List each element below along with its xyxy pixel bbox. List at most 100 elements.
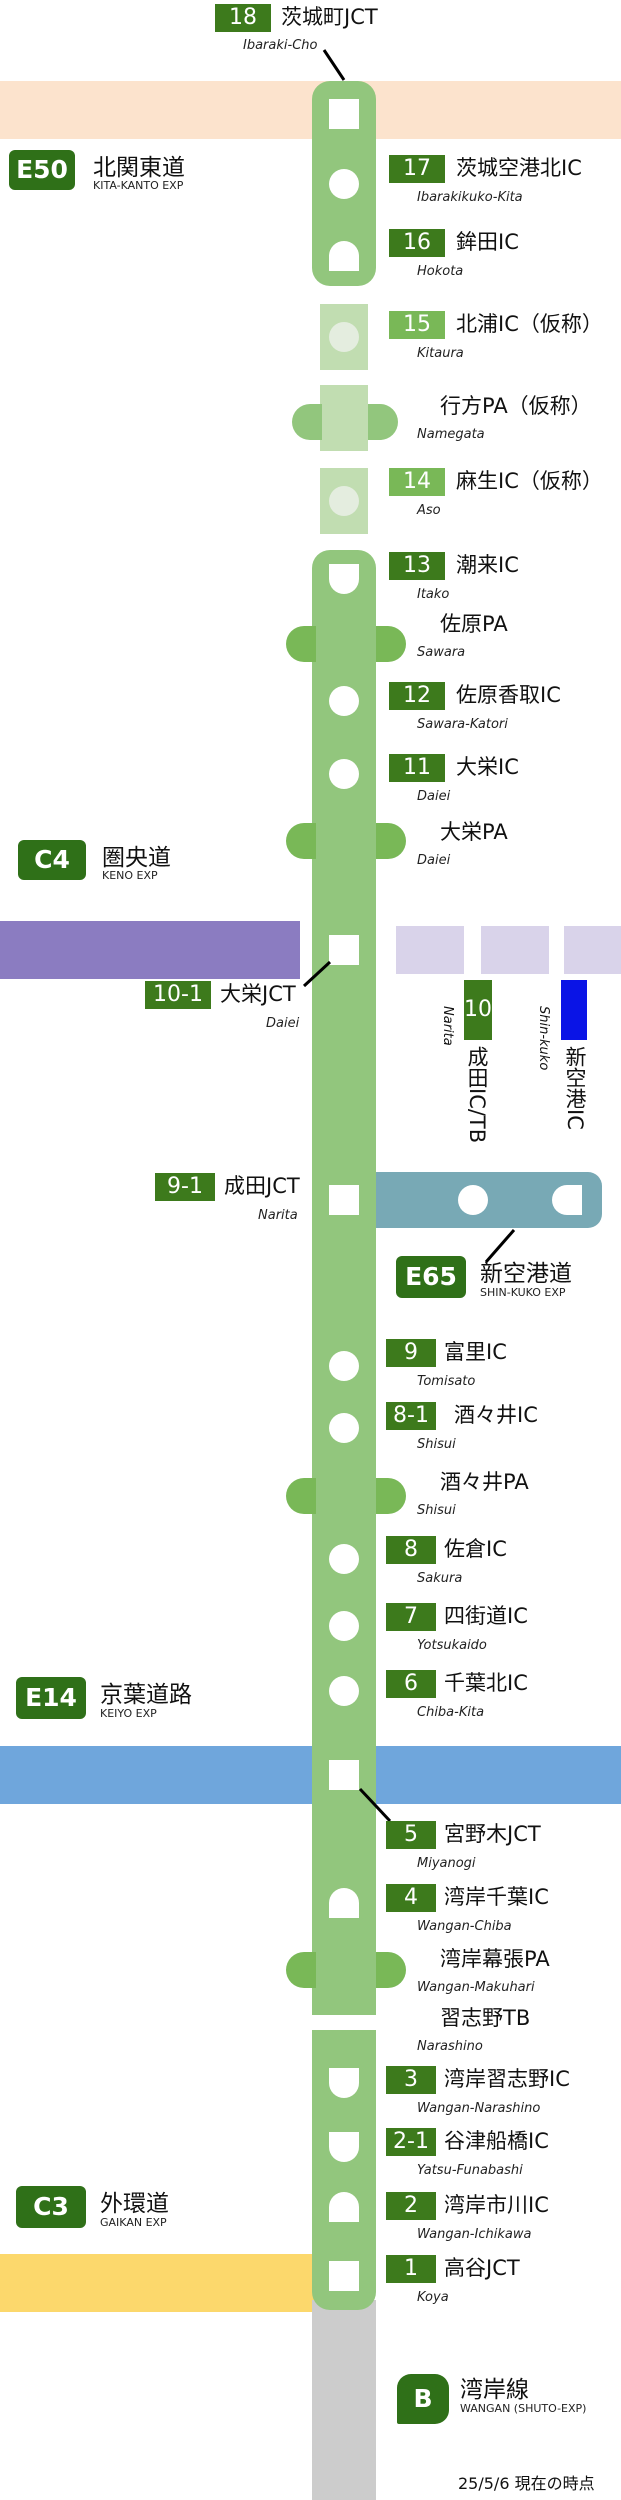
planned-interchange-icon [329,322,359,352]
exit-name-en: Miyanogi [417,1856,476,1871]
toll-barrier-name: 習志野TB [440,2006,531,2030]
route-badge-e65: E65 [396,1256,466,1298]
jct-square-icon [329,935,359,965]
exit-name: 大栄IC [456,755,519,779]
half-interchange-icon [329,1888,359,1918]
keno-band-segment [564,926,621,974]
exit-number-badge: 3 [386,2066,436,2094]
exit-name: 富里IC [444,1340,507,1364]
exit-name-en: Sakura [417,1571,463,1586]
route-en-wangan: WANGAN (SHUTO-EXP) [460,2402,587,2415]
exit-name: 酒々井IC [454,1403,538,1427]
parking-area-icon [376,1478,406,1514]
exit-name: 茨城町JCT [281,5,378,29]
interchange-circle-icon [329,1676,359,1706]
exit-name-en: Chiba-Kita [417,1705,485,1720]
exit-number-badge: 10-1 [145,981,211,1009]
exit-name-en: Ibaraki-Cho [243,38,318,53]
route-en-e14: KEIYO EXP [100,1707,157,1720]
ibaraki-cho-connector [322,49,346,81]
exit-name: 潮来IC [456,553,519,577]
parking-area-icon [292,404,322,440]
keno-band-segment [396,926,464,974]
exit-name-en: Hokota [417,264,464,279]
route-badge-e50: E50 [9,150,75,190]
interchange-circle-icon [329,686,359,716]
exit-name-en: Sawara-Katori [417,717,508,732]
exit-name: 湾岸習志野IC [444,2067,570,2091]
route-name-e65: 新空港道 [480,1261,572,1287]
exit-number-badge: 11 [389,754,445,782]
kita-kanto-band [0,81,621,139]
exit-name: 鉾田IC [456,230,519,254]
parking-area-name: 佐原PA [440,612,508,636]
jct-square-icon [329,1760,359,1790]
planned-interchange-icon [329,486,359,516]
parking-area-name-en: Wangan-Makuhari [417,1980,535,1995]
exit-name-en: Yatsu-Funabashi [417,2163,523,2178]
exit-name-en: Daiei [417,789,451,804]
jct-square-icon [329,99,359,129]
route-name-c4: 圏央道 [102,845,171,871]
keno-band [0,921,300,979]
route-name-e50: 北関東道 [93,155,185,181]
parking-area-name-en: Shisui [417,1503,456,1518]
half-interchange-icon [329,2192,359,2222]
parking-area-name-en: Namegata [417,427,485,442]
route-name-e14: 京葉道路 [100,1682,192,1708]
parking-area-name: 酒々井PA [440,1470,529,1494]
route-badge-c4: C4 [18,840,86,880]
exit-name: 千葉北IC [444,1671,528,1695]
exit-name: 谷津船橋IC [444,2129,549,2153]
exit-name: 麻生IC（仮称） [456,469,603,493]
parking-area-icon [376,626,406,662]
gaikan-band [0,2254,320,2312]
parking-area-name: 大栄PA [440,820,508,844]
parking-area-name: 行方PA（仮称） [440,394,592,418]
interchange-circle-icon [458,1185,488,1215]
parking-area-icon [286,626,316,662]
daiei-jct-connector [302,960,332,988]
exit-number-badge: 8-1 [386,1402,436,1430]
parking-area-icon [376,1952,406,1988]
interchange-circle-icon [329,1611,359,1641]
exit-name: 佐原香取IC [456,683,561,707]
exit-name-en: Shin-kuko [536,1006,551,1071]
route-badge-wangan: B [397,2374,449,2424]
exit-number-badge: 17 [389,155,445,183]
route-en-e65: SHIN-KUKO EXP [480,1286,566,1299]
route-en-c3: GAIKAN EXP [100,2216,167,2229]
exit-name-en: Narita [440,1006,455,1046]
exit-number-badge: 1 [386,2255,436,2283]
exit-number-badge: 12 [389,682,445,710]
exit-name: 湾岸市川IC [444,2193,549,2217]
interchange-circle-icon [329,759,359,789]
exit-name-en: Kitaura [417,346,464,361]
exit-name-en: Aso [417,503,441,518]
e65-connector-line [484,1229,516,1263]
keiyo-band [0,1746,621,1804]
exit-number-badge: 15 [389,311,445,339]
exit-name: 湾岸千葉IC [444,1885,549,1909]
exit-name-en: Wangan-Ichikawa [417,2227,532,2242]
exit-name: 佐倉IC [444,1537,507,1561]
exit-number-badge: 10 [464,980,492,1040]
interchange-circle-icon [329,1544,359,1574]
half-interchange-icon [329,564,359,594]
route-badge-e14: E14 [16,1677,86,1719]
jct-square-icon [329,1185,359,1215]
exit-name-en: Wangan-Narashino [417,2101,541,2116]
exit-name: 成田JCT [224,1174,300,1198]
exit-name: 大栄JCT [220,982,296,1006]
exit-number-badge: 2 [386,2192,436,2220]
parking-area-name-en: Sawara [417,645,466,660]
exit-name-en: Yotsukaido [417,1638,487,1653]
exit-number-badge: 13 [389,552,445,580]
route-name-c3: 外環道 [100,2191,169,2217]
exit-number-badge: 5 [386,1821,436,1849]
parking-area-name-en: Daiei [417,853,451,868]
half-interchange-icon [552,1185,582,1215]
exit-name-en: Itako [417,587,450,602]
exit-name-en: Shisui [417,1437,456,1452]
exit-number-badge: 18 [215,4,271,32]
